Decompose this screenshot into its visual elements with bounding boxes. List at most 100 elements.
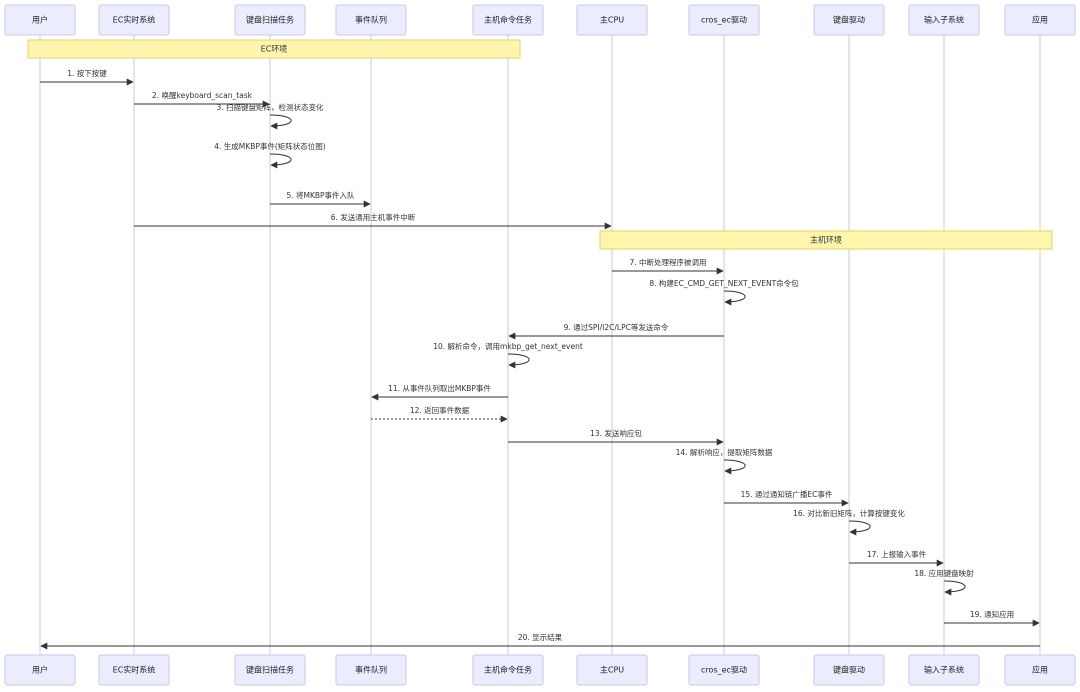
message: 11. 从事件队列取出MKBP事件 — [371, 383, 508, 401]
actor-label: 主机命令任务 — [484, 15, 532, 25]
message-label: 7. 中断处理程序被调用 — [629, 257, 706, 267]
note: EC环境 — [27, 39, 521, 59]
actor-label: 主CPU — [600, 665, 624, 675]
note-label: EC环境 — [261, 44, 288, 54]
message-label: 16. 对比新旧矩阵，计算按键变化 — [793, 508, 905, 518]
message-label: 3. 扫描键盘矩阵，检测状态变化 — [216, 102, 324, 112]
message-label: 11. 从事件队列取出MKBP事件 — [388, 383, 491, 393]
message: 16. 对比新旧矩阵，计算按键变化 — [793, 508, 905, 536]
message: 8. 构建EC_CMD_GET_NEXT_EVENT命令包 — [649, 278, 799, 306]
message-arrow — [848, 520, 871, 536]
actor-bottom-queue: 事件队列 — [335, 654, 407, 686]
actor-top-queue: 事件队列 — [335, 4, 407, 36]
actor-box — [472, 4, 544, 36]
message-label: 6. 发送通用主机事件中断 — [331, 212, 416, 222]
message: 14. 解析响应，提取矩阵数据 — [676, 447, 773, 475]
message-arrow — [269, 114, 292, 130]
actor-bottom-hostcmd: 主机命令任务 — [472, 654, 544, 686]
message-arrow — [723, 459, 746, 475]
actor-label: 输入子系统 — [924, 665, 964, 675]
message: 10. 解析命令，调用mkbp_get_next_event — [433, 341, 583, 369]
message-label: 2. 唤醒keyboard_scan_task — [152, 90, 253, 100]
actor-box — [813, 4, 885, 36]
message-label: 13. 发送响应包 — [590, 428, 642, 438]
actor-bottom-user: 用户 — [4, 654, 76, 686]
actor-box — [234, 4, 306, 36]
actor-label: 事件队列 — [355, 665, 387, 675]
actor-top-ec_rt: EC实时系统 — [98, 4, 170, 36]
actor-label: 用户 — [32, 15, 48, 25]
message-label: 12. 返回事件数据 — [410, 405, 470, 415]
actor-box — [576, 4, 648, 36]
message: 7. 中断处理程序被调用 — [612, 257, 724, 275]
message-label: 17. 上报输入事件 — [867, 549, 927, 559]
message-label: 20. 显示结果 — [518, 632, 563, 642]
message: 4. 生成MKBP事件(矩阵状态位图) — [214, 141, 326, 169]
actor-box — [4, 654, 76, 686]
actor-label: 事件队列 — [355, 15, 387, 25]
message: 9. 通过SPI/I2C/LPC等发送命令 — [508, 322, 724, 340]
message: 6. 发送通用主机事件中断 — [134, 212, 612, 230]
actor-label: 键盘扫描任务 — [246, 15, 294, 25]
message-label: 9. 通过SPI/I2C/LPC等发送命令 — [564, 322, 669, 332]
note-box — [27, 39, 521, 59]
actor-label: 输入子系统 — [924, 15, 964, 25]
message-label: 14. 解析响应，提取矩阵数据 — [676, 447, 773, 457]
actor-box — [472, 654, 544, 686]
actor-top-hostcmd: 主机命令任务 — [472, 4, 544, 36]
actor-label: 键盘扫描任务 — [246, 665, 294, 675]
message: 19. 通知应用 — [944, 609, 1040, 627]
actor-bottom-kbscan: 键盘扫描任务 — [234, 654, 306, 686]
message: 1. 按下按键 — [40, 68, 134, 86]
actor-label: 应用 — [1032, 15, 1048, 25]
message-arrow — [269, 153, 292, 169]
actor-box — [98, 654, 170, 686]
actor-label: EC实时系统 — [113, 15, 156, 25]
actor-top-app: 应用 — [1004, 4, 1076, 36]
actor-box — [4, 4, 76, 36]
message-label: 15. 通过通知链广播EC事件 — [741, 489, 833, 499]
actor-box — [576, 654, 648, 686]
message: 20. 显示结果 — [40, 632, 1040, 650]
actor-label: cros_ec驱动 — [701, 665, 747, 675]
actor-label: 键盘驱动 — [833, 15, 865, 25]
actor-bottom-kbdrv: 键盘驱动 — [813, 654, 885, 686]
message: 2. 唤醒keyboard_scan_task — [134, 90, 270, 108]
actor-label: 键盘驱动 — [833, 665, 865, 675]
actor-top-user: 用户 — [4, 4, 76, 36]
actor-bottom-crosec: cros_ec驱动 — [688, 654, 760, 686]
actor-top-kbscan: 键盘扫描任务 — [234, 4, 306, 36]
message-label: 4. 生成MKBP事件(矩阵状态位图) — [214, 141, 326, 151]
actor-top-input: 输入子系统 — [908, 4, 980, 36]
actor-bottom-ec_rt: EC实时系统 — [98, 654, 170, 686]
actor-box — [1004, 654, 1076, 686]
actor-box — [1004, 4, 1076, 36]
actor-box — [98, 4, 170, 36]
note-label: 主机环境 — [810, 235, 842, 245]
message-label: 18. 应用键盘映射 — [914, 568, 974, 578]
message: 17. 上报输入事件 — [849, 549, 944, 567]
message-label: 8. 构建EC_CMD_GET_NEXT_EVENT命令包 — [649, 278, 799, 288]
actor-box — [908, 4, 980, 36]
message: 12. 返回事件数据 — [371, 405, 508, 423]
message-label: 5. 将MKBP事件入队 — [286, 190, 355, 200]
actor-bottom-cpu: 主CPU — [576, 654, 648, 686]
actor-label: 用户 — [32, 665, 48, 675]
actor-box — [813, 654, 885, 686]
actor-label: 主机命令任务 — [484, 665, 532, 675]
message: 3. 扫描键盘矩阵，检测状态变化 — [216, 102, 324, 130]
note: 主机环境 — [599, 230, 1053, 250]
message: 18. 应用键盘映射 — [914, 568, 974, 596]
actor-box — [908, 654, 980, 686]
message-arrow — [943, 580, 966, 596]
actor-label: cros_ec驱动 — [701, 15, 747, 25]
message-label: 19. 通知应用 — [970, 609, 1014, 619]
message-label: 10. 解析命令，调用mkbp_get_next_event — [433, 341, 583, 351]
actor-box — [335, 654, 407, 686]
note-box — [599, 230, 1053, 250]
actor-label: 应用 — [1032, 665, 1048, 675]
actor-box — [688, 654, 760, 686]
actor-label: 主CPU — [600, 15, 624, 25]
